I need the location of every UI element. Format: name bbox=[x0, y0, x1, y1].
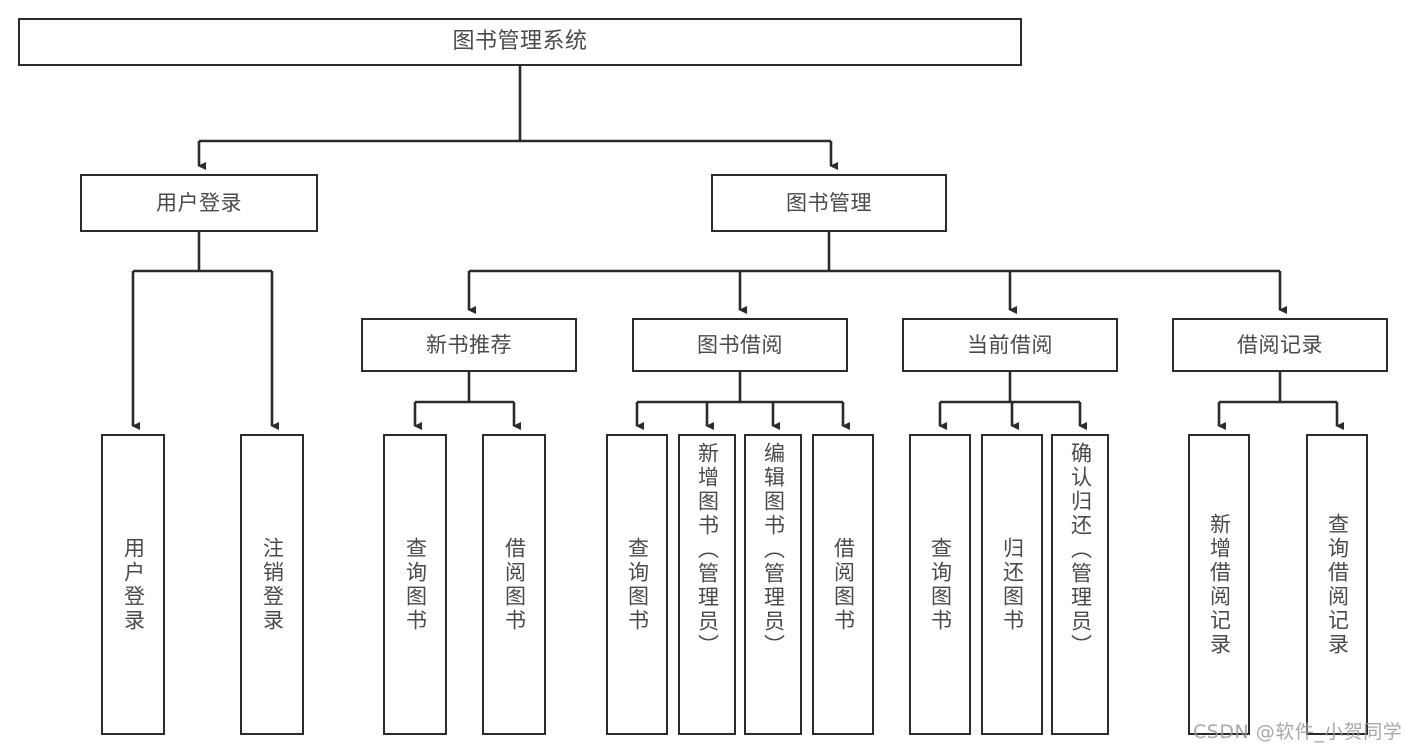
node-leaf-query-record[interactable]: 查询借阅记录 bbox=[1306, 434, 1368, 735]
node-leaf-add-record[interactable]: 新增借阅记录 bbox=[1188, 434, 1250, 735]
node-book-borrow[interactable]: 图书借阅 bbox=[632, 318, 848, 372]
node-leaf-edit-book-label: 编辑图书（管理员） bbox=[761, 442, 786, 658]
node-leaf-query-book-3[interactable]: 查询图书 bbox=[909, 434, 971, 735]
node-leaf-add-book-label: 新增图书（管理员） bbox=[695, 442, 720, 658]
node-leaf-query-book-3-label: 查询图书 bbox=[928, 536, 953, 633]
node-leaf-borrow-book-1[interactable]: 借阅图书 bbox=[482, 434, 546, 735]
node-leaf-confirm-return-label: 确认归还（管理员） bbox=[1068, 442, 1093, 658]
node-new-book-rec[interactable]: 新书推荐 bbox=[361, 318, 577, 372]
node-root-label: 图书管理系统 bbox=[452, 29, 588, 55]
csdn-watermark: CSDN @软件_小贺同学 bbox=[1193, 721, 1403, 743]
node-leaf-borrow-book-2-label: 借阅图书 bbox=[831, 536, 856, 633]
node-current-borrow-label: 当前借阅 bbox=[967, 332, 1053, 357]
node-leaf-return-book[interactable]: 归还图书 bbox=[981, 434, 1043, 735]
node-leaf-add-record-label: 新增借阅记录 bbox=[1207, 512, 1232, 657]
node-leaf-query-book-2[interactable]: 查询图书 bbox=[606, 434, 668, 735]
node-leaf-return-book-label: 归还图书 bbox=[1000, 536, 1025, 633]
node-leaf-add-book[interactable]: 新增图书（管理员） bbox=[678, 434, 736, 735]
node-leaf-query-book-1[interactable]: 查询图书 bbox=[383, 434, 447, 735]
node-new-book-rec-label: 新书推荐 bbox=[426, 332, 512, 357]
node-leaf-confirm-return[interactable]: 确认归还（管理员） bbox=[1051, 434, 1109, 735]
node-leaf-borrow-book-2[interactable]: 借阅图书 bbox=[812, 434, 874, 735]
node-leaf-user-login-label: 用户登录 bbox=[121, 536, 146, 633]
node-borrow-record-label: 借阅记录 bbox=[1237, 332, 1323, 357]
node-leaf-borrow-book-1-label: 借阅图书 bbox=[502, 536, 527, 633]
node-book-manage-label: 图书管理 bbox=[786, 190, 872, 215]
node-leaf-edit-book[interactable]: 编辑图书（管理员） bbox=[744, 434, 802, 735]
node-user-login-label: 用户登录 bbox=[156, 190, 242, 215]
node-book-manage[interactable]: 图书管理 bbox=[711, 174, 947, 232]
node-root[interactable]: 图书管理系统 bbox=[18, 18, 1022, 66]
node-leaf-user-login[interactable]: 用户登录 bbox=[101, 434, 165, 735]
node-leaf-user-logout[interactable]: 注销登录 bbox=[240, 434, 304, 735]
node-leaf-query-book-2-label: 查询图书 bbox=[625, 536, 650, 633]
node-leaf-user-logout-label: 注销登录 bbox=[260, 536, 285, 633]
node-user-login[interactable]: 用户登录 bbox=[80, 174, 318, 232]
node-borrow-record[interactable]: 借阅记录 bbox=[1172, 318, 1388, 372]
node-book-borrow-label: 图书借阅 bbox=[697, 332, 783, 357]
node-current-borrow[interactable]: 当前借阅 bbox=[902, 318, 1118, 372]
node-leaf-query-book-1-label: 查询图书 bbox=[403, 536, 428, 633]
node-leaf-query-record-label: 查询借阅记录 bbox=[1325, 512, 1350, 657]
